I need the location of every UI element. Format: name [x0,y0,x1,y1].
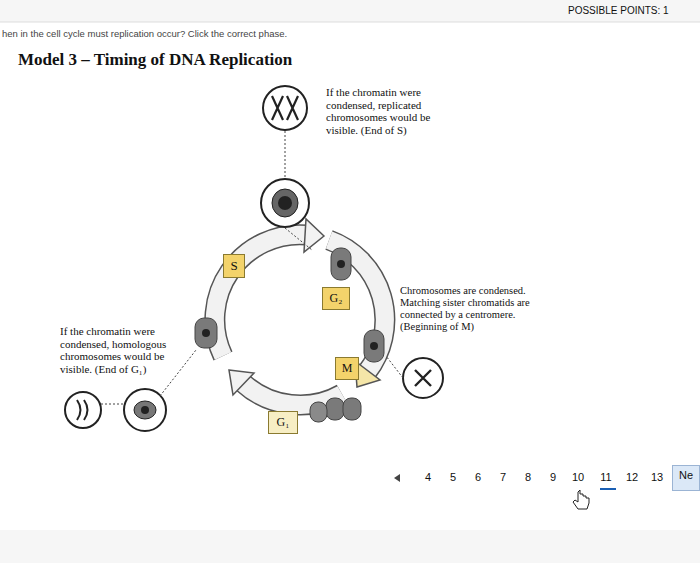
cells [195,248,384,422]
page-number: 6 [475,471,481,484]
nucleus [202,329,210,337]
ring-outline [215,235,307,356]
node-text: Ne [678,469,694,482]
page-number: 10 [572,471,584,484]
cell [343,398,361,420]
title: Model 3 – Timing of DNA Replication [18,50,292,70]
current-page-underline [600,488,616,490]
nucleus [278,196,292,210]
callout-note: If the chromatin were condensed, replica… [326,86,444,137]
page-number: 5 [450,471,456,484]
node-text: G₁ [274,415,292,429]
node-text: S [229,258,239,274]
inset-circle [65,392,101,428]
replicated-chromosomes [272,96,298,120]
leader-line [160,350,196,396]
callout-note: Chromosomes are condensed. Matching sist… [400,285,545,333]
phase-box: M [335,357,359,380]
arrow-head [304,219,324,252]
inset-circle [124,389,166,431]
arrow-head [229,370,254,395]
node-text: M [341,361,353,375]
page-number: 9 [550,471,556,484]
page-number: 4 [425,471,431,484]
nucleus [141,406,149,414]
phase-box: S [223,254,245,278]
nucleus [370,342,378,350]
cell [326,398,344,420]
page-number: 8 [525,471,531,484]
points-label: POSSIBLE POINTS: 1 [568,5,669,17]
page-number: 12 [626,471,638,484]
inset-circle [403,358,443,398]
prev-arrow [394,474,400,482]
cell [331,248,351,280]
cycle-ring [215,235,385,405]
beginning-of-m-inset [386,356,443,398]
ring-band [215,235,307,356]
phase-box: G₁ [268,411,298,434]
next-button: Ne [672,465,700,491]
inset-circle [263,86,307,130]
inset-circle [261,179,309,227]
phase-box: G₂ [322,287,350,310]
cell [134,401,156,419]
node-text: G₂ [328,291,344,305]
page-number: 13 [651,471,663,484]
leader-line [386,356,403,378]
question-text: hen in the cell cycle must replication o… [2,29,287,40]
leader-line [101,404,124,405]
panel-rule [0,22,700,23]
page-number: 7 [500,471,506,484]
page-number: 11 [600,471,611,484]
cell [272,189,298,217]
panel-ground [0,22,700,530]
hand-cursor [573,490,589,509]
cell [310,402,327,422]
nucleus [337,260,345,268]
leader-line [285,228,312,250]
cell [364,330,384,362]
homologous-chromosomes [77,400,88,420]
condensed-chromosome [415,370,431,386]
end-of-s-inset [261,86,312,250]
callout-note: If the chromatin were condensed, homolog… [60,325,180,376]
leader-line [285,131,286,178]
cell [195,318,217,348]
